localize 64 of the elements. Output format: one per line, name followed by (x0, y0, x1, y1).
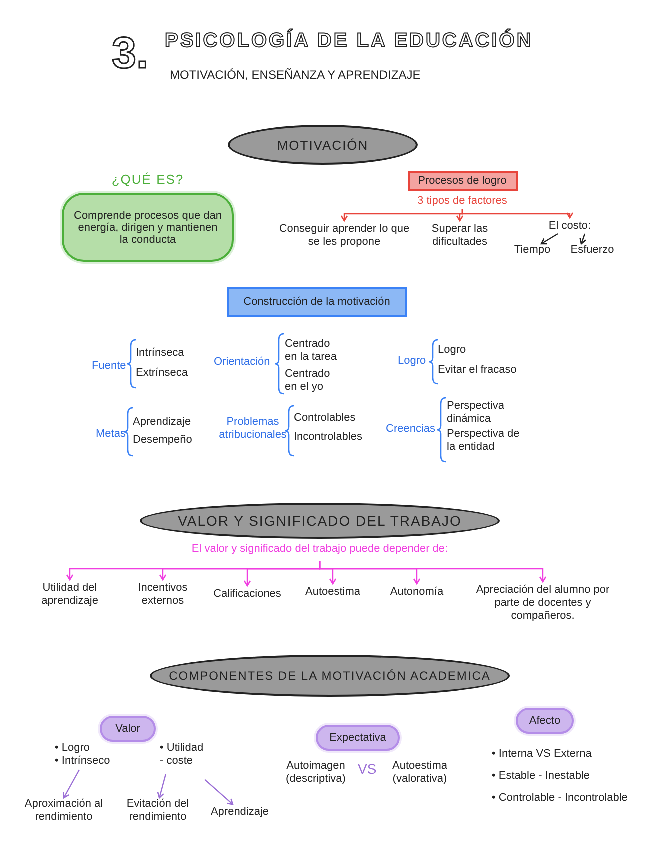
arrow (580, 234, 587, 245)
page-title: PSICOLOGÍA DE LA EDUCACIÓN (165, 30, 534, 53)
item-text: Apreciación del alumno por parte de docentes y compañeros. (468, 584, 618, 626)
label-text: Incontrolables (294, 431, 362, 444)
definition-cloud: Comprende procesos que dan energía, dirigen y mantienen la conducta (62, 193, 234, 262)
label-text: Logro (398, 355, 426, 368)
item-text: Autoestima (298, 586, 368, 600)
item-text: Evitación del rendimiento (118, 798, 198, 826)
arrow (462, 209, 574, 219)
factor-caption: El valor y significado del trabajo puede depender de: (192, 543, 448, 555)
category-cloud: Afecto (516, 708, 574, 734)
label-text: Orientación (214, 356, 270, 370)
label-text: Desempeño (133, 434, 192, 448)
question-heading: ¿QUÉ ES? (112, 172, 184, 187)
item-text: El costo: (540, 220, 600, 234)
label-text: Centrado en el yo (285, 368, 332, 394)
label-text: VS (358, 761, 377, 778)
item-text: Esfuerzo (565, 244, 620, 258)
label-text: Aprendizaje (133, 416, 192, 430)
arrow (63, 770, 80, 799)
item-text: Autonomía (383, 586, 451, 600)
bullet-item: - coste (160, 755, 194, 768)
arrow (204, 779, 234, 806)
label-text: • Estable - Inestable (492, 770, 590, 784)
bullet-item: • Logro (55, 742, 92, 756)
item-text: Utilidad del aprendizaje (28, 582, 112, 610)
item-text: Aprendizaje (205, 806, 275, 820)
label-text: Metas (96, 428, 126, 442)
label-text: Perspectiva dinámica (447, 400, 506, 426)
label-text: Logro (438, 344, 466, 358)
label-text: Problemas atribucionales (218, 416, 288, 442)
arrow (319, 561, 547, 583)
label-text: Autoimagen (descriptiva) (285, 760, 347, 786)
label-text: Extrínseca (136, 367, 188, 380)
label-text: • Interna VS Externa (492, 748, 592, 762)
category-cloud: Valor (100, 716, 156, 742)
arrow (157, 774, 167, 799)
item-text: Calificaciones (205, 588, 290, 602)
label-text: Controlables (294, 412, 356, 426)
label-text: Perspectiva de la entidad (447, 428, 521, 454)
item-text: Superar las dificultades (415, 223, 505, 251)
item-text: Conseguir aprender lo que se les propone (277, 223, 412, 251)
topic-ellipse: COMPONENTES DE LA MOTIVACIÓN ACADEMICA (150, 655, 510, 697)
category-cloud: Expectativa (316, 725, 400, 751)
arrow (540, 233, 558, 245)
section-number: 3. (112, 28, 149, 80)
label-text: Fuente (92, 360, 126, 374)
label-text: Autoestima (valorativa) (391, 760, 449, 786)
label-text: Creencias (386, 423, 436, 436)
item-text: Incentivos externos (125, 582, 201, 610)
item-text: Tiempo (510, 244, 555, 258)
topic-ellipse: VALOR Y SIGNIFICADO DEL TRABAJO (140, 503, 500, 539)
factor-caption: 3 tipos de factores (418, 195, 508, 207)
item-text: Aproximación al rendimiento (18, 798, 110, 826)
label-text: • Controlable - Incontrolable (492, 792, 628, 806)
bullet-item: • Intrínseco (55, 755, 112, 768)
label-text: Evitar el fracaso (438, 364, 517, 378)
label-text: Centrado en la tarea (285, 338, 338, 364)
topic-ellipse: MOTIVACIÓN (228, 125, 418, 165)
heading-box: Procesos de logro (408, 171, 518, 191)
subtitle: MOTIVACIÓN, ENSEÑANZA Y APRENDIZAJE (170, 68, 422, 82)
heading-box: Construcción de la motivación (227, 287, 407, 317)
bullet-item: • Utilidad (160, 742, 205, 756)
label-text: Intrínseca (136, 347, 184, 360)
